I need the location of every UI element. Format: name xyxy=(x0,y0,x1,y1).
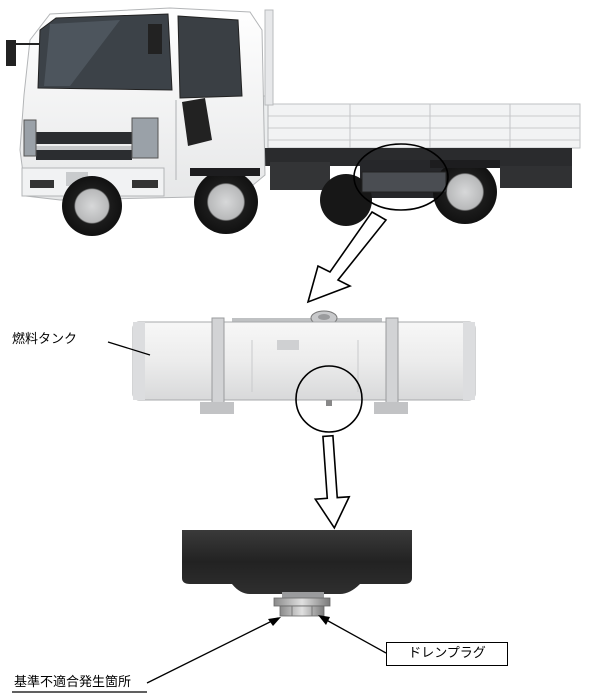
fuel-tank-pointer xyxy=(107,341,151,356)
arrow-2 xyxy=(313,434,351,530)
drain-plug-label: ドレンプラグ xyxy=(386,642,508,666)
truck-wheels xyxy=(62,160,500,236)
defect-location-label: 基準不適合発生箇所 xyxy=(14,675,132,690)
defect-pointer-line xyxy=(146,617,279,684)
fuel-tank-illustration xyxy=(107,310,476,433)
truck-fuel-tank xyxy=(361,171,447,193)
tank-highlight-circle xyxy=(295,365,363,433)
drain-plug-illustration xyxy=(273,592,331,617)
arrow-1 xyxy=(306,210,388,304)
truck-flatbed xyxy=(257,9,581,155)
truck-cab xyxy=(6,7,266,201)
tank-closeup-illustration xyxy=(12,530,412,693)
fuel-tank-label: 燃料タンク xyxy=(12,332,78,347)
truck-highlight-ellipse xyxy=(353,143,449,211)
drain-plug-pointer-line xyxy=(320,616,387,654)
truck-illustration xyxy=(6,7,581,236)
